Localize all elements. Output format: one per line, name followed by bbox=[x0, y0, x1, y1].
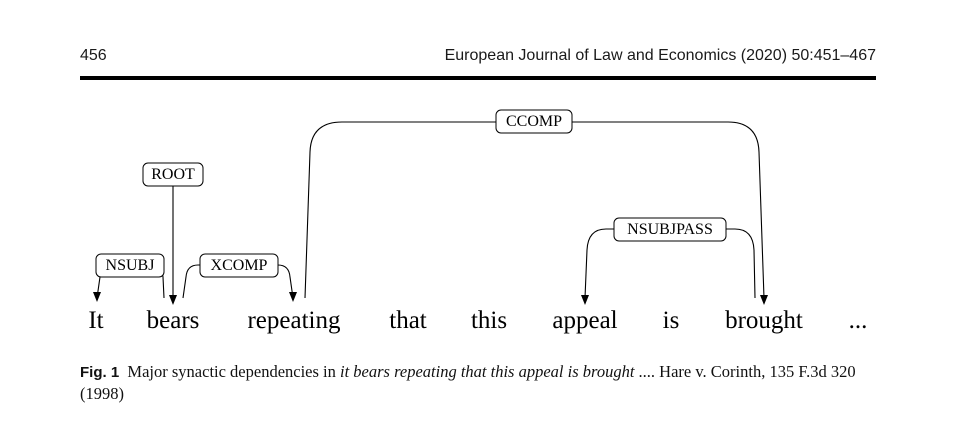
ccomp-label-box bbox=[495, 109, 573, 134]
nsubj-arc: NSUBJ bbox=[93, 253, 165, 302]
xcomp-label: XCOMP bbox=[211, 257, 268, 274]
nsubj-arrowhead bbox=[93, 292, 101, 302]
token-bears: bears bbox=[147, 307, 200, 334]
nsubjpass-arc: NSUBJPASS bbox=[581, 217, 756, 305]
root-label-box bbox=[142, 162, 204, 187]
nsubj-label: NSUBJ bbox=[106, 257, 155, 274]
root-label: ROOT bbox=[151, 166, 195, 183]
root-arrowhead bbox=[169, 295, 177, 305]
token-appeal: appeal bbox=[552, 307, 617, 334]
token-it: It bbox=[88, 307, 103, 334]
caption-example: it bears repeating that this appeal is b… bbox=[340, 362, 635, 381]
ccomp-arrowhead bbox=[760, 295, 768, 305]
caption-text-after: .... Hare v. Corinth, 135 F.3d 320 (1998… bbox=[80, 362, 856, 403]
root-arc: ROOT bbox=[142, 162, 204, 305]
xcomp-arc: XCOMP bbox=[182, 253, 297, 302]
token-is: is bbox=[663, 307, 680, 334]
token-brought: brought bbox=[725, 307, 803, 334]
caption-text-before: Major synactic dependencies in bbox=[127, 362, 341, 381]
ccomp-label: CCOMP bbox=[506, 113, 562, 130]
header-rule bbox=[80, 76, 876, 80]
nsubj-label-box bbox=[95, 253, 165, 278]
token-that: that bbox=[389, 307, 427, 334]
xcomp-label-box bbox=[199, 253, 279, 278]
token-ellipsis: ... bbox=[849, 307, 868, 334]
token-row: It bears repeating that this appeal is b… bbox=[88, 307, 867, 334]
page-number: 456 bbox=[80, 47, 107, 64]
nsubjpass-label: NSUBJPASS bbox=[627, 221, 713, 238]
figure-label: Fig. 1 bbox=[80, 364, 120, 381]
nsubjpass-arrowhead bbox=[581, 295, 589, 305]
figure-caption: Fig. 1 Major synactic dependencies in it… bbox=[80, 361, 880, 404]
token-this: this bbox=[471, 307, 507, 334]
ccomp-arc: CCOMP bbox=[304, 109, 768, 305]
token-repeating: repeating bbox=[247, 307, 341, 334]
nsubjpass-label-box bbox=[613, 217, 727, 242]
xcomp-arrowhead bbox=[289, 292, 297, 302]
journal-reference: European Journal of Law and Economics (2… bbox=[444, 47, 876, 64]
